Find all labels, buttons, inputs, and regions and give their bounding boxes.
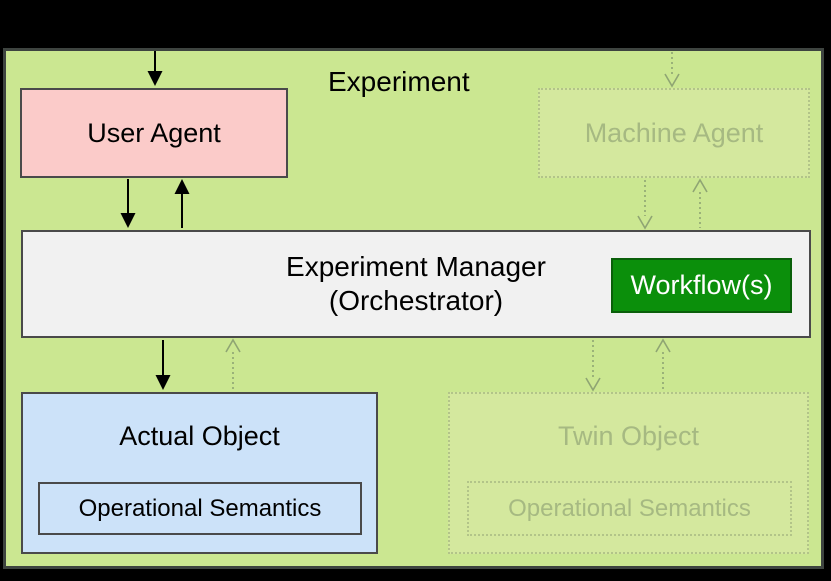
machine-agent-node: Machine Agent	[538, 88, 810, 178]
experiment-manager-label-line1: Experiment Manager	[286, 251, 546, 282]
twin-object-label: Twin Object	[557, 421, 700, 451]
experiment-manager-node: Experiment Manager (Orchestrator)	[21, 230, 811, 338]
actual-operational-semantics-node: Operational Semantics	[38, 482, 362, 535]
workflow-label: Workflow(s)	[630, 270, 773, 300]
actual-operational-semantics-label: Operational Semantics	[78, 494, 322, 522]
twin-operational-semantics-node: Operational Semantics	[467, 481, 792, 536]
actual-object-label: Actual Object	[119, 421, 280, 451]
user-agent-label: User Agent	[87, 117, 221, 148]
machine-agent-label: Machine Agent	[584, 117, 764, 148]
experiment-title: Experiment	[328, 66, 470, 97]
experiment-manager-label-line2: (Orchestrator)	[328, 285, 504, 316]
twin-operational-semantics-label: Operational Semantics	[508, 494, 751, 522]
user-agent-node: User Agent	[20, 88, 288, 178]
workflow-node: Workflow(s)	[611, 258, 792, 313]
